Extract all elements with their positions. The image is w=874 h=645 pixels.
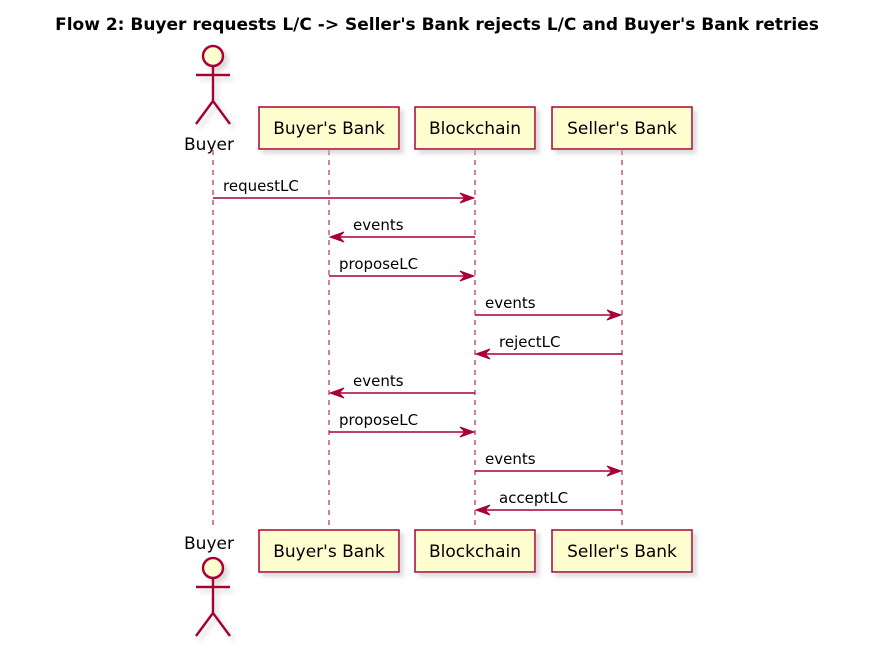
sellers-bank-label-bottom: Seller's Bank [567, 542, 677, 562]
sellers-bank-box-rect-top [551, 106, 693, 150]
buyers-bank-box-rect-bottom [258, 529, 400, 573]
arrowhead-icon [606, 309, 623, 321]
sellers-bank-box-rect-bottom [551, 529, 693, 573]
message-events-6: events [328, 372, 475, 399]
buyers-bank-label-bottom: Buyer's Bank [273, 542, 385, 562]
message-label: events [485, 294, 536, 312]
blockchain-label-top: Blockchain [429, 119, 521, 139]
arrowhead-icon [328, 231, 345, 243]
diagram-title: Flow 2: Buyer requests L/C -> Seller's B… [55, 15, 819, 35]
message-label: rejectLC [499, 333, 560, 351]
arrowhead-icon [474, 504, 491, 516]
blockchain-box-bottom: Blockchain [414, 529, 536, 573]
blockchain-box-top: Blockchain [414, 106, 536, 150]
message-events-4: events [475, 294, 623, 321]
blockchain-box-rect-bottom [414, 529, 536, 573]
buyers-bank-box-top: Buyer's Bank [258, 106, 400, 150]
sellers-bank-label-top: Seller's Bank [567, 119, 677, 139]
buyer-actor-label-top: Buyer [184, 135, 234, 155]
message-label: acceptLC [499, 489, 568, 507]
buyers-bank-label-top: Buyer's Bank [273, 119, 385, 139]
message-events-8: events [475, 450, 623, 477]
message-proposelc-7: proposeLC [329, 411, 476, 438]
blockchain-box-rect-top [414, 106, 536, 150]
buyer-actor-top: Buyer [184, 44, 234, 155]
sellers-bank-box-top: Seller's Bank [551, 106, 693, 150]
buyer-actor-label-bottom: Buyer [184, 534, 234, 554]
blockchain-label-bottom: Blockchain [429, 542, 521, 562]
actor-stickfigure-icon [194, 44, 232, 125]
message-rejectlc-5: rejectLC [474, 333, 622, 360]
message-label: requestLC [223, 177, 299, 195]
arrowhead-icon [328, 387, 345, 399]
message-acceptlc-9: acceptLC [474, 489, 622, 516]
arrowhead-icon [459, 426, 476, 438]
arrowhead-icon [459, 192, 476, 204]
message-label: events [353, 216, 404, 234]
arrowhead-icon [474, 348, 491, 360]
message-label: events [353, 372, 404, 390]
message-events-2: events [328, 216, 475, 243]
message-proposelc-3: proposeLC [329, 255, 476, 282]
message-requestlc-1: requestLC [213, 177, 476, 204]
actor-stickfigure-icon [194, 556, 232, 637]
message-label: events [485, 450, 536, 468]
sellers-bank-box-bottom: Seller's Bank [551, 529, 693, 573]
message-label: proposeLC [339, 411, 418, 429]
arrowhead-icon [459, 270, 476, 282]
buyer-actor-bottom: Buyer [184, 534, 234, 637]
buyers-bank-box-rect-top [258, 106, 400, 150]
buyers-bank-box-bottom: Buyer's Bank [258, 529, 400, 573]
arrowhead-icon [606, 465, 623, 477]
message-label: proposeLC [339, 255, 418, 273]
